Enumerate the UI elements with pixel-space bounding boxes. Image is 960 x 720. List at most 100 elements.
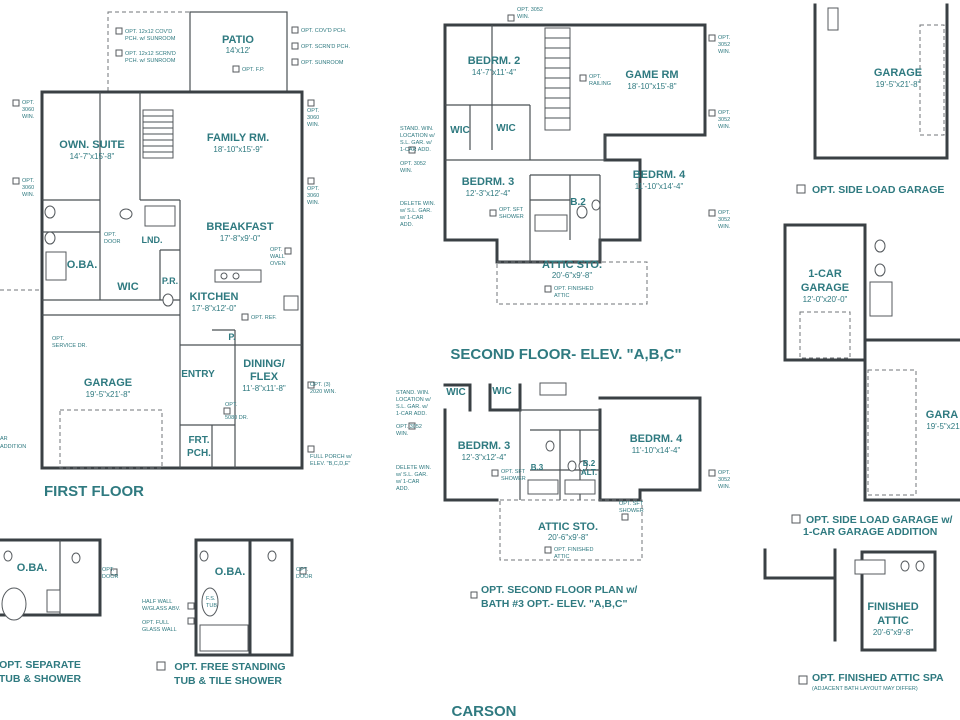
note: ELEV. "B,C,D,E" <box>310 461 350 467</box>
option-checkbox <box>708 469 716 477</box>
note: SERVICE DR. <box>52 343 88 349</box>
room-label: FRT. <box>188 435 209 446</box>
option-checkbox <box>291 26 299 34</box>
sink-icon <box>874 239 886 253</box>
room-label: O.BA. <box>215 566 246 578</box>
room-label: WIC <box>492 386 511 397</box>
room-dimension: 12'-3"x12'-4" <box>462 453 507 462</box>
note: 3060 <box>22 185 34 191</box>
option-checkbox <box>708 34 716 42</box>
room-dimension: 17'-8"x9'-0" <box>220 234 260 243</box>
note: OPT. SFT <box>619 501 644 507</box>
note: OPT. <box>718 210 731 216</box>
sink-icon <box>3 550 13 562</box>
note: OPT. FINISHED <box>554 286 593 292</box>
note: w/ S.L. GAR. <box>395 472 428 478</box>
toilet-icon <box>545 440 555 452</box>
option-checkbox <box>156 661 166 671</box>
option-checkbox <box>291 42 299 50</box>
note: DOOR <box>102 574 119 580</box>
room-dimension: 12'-0"x20'-0" <box>803 295 848 304</box>
note: OPT. <box>307 186 320 192</box>
note: ATTIC <box>554 554 570 560</box>
option-checkbox <box>798 675 808 685</box>
room-label: WIC <box>450 125 469 136</box>
option-checkbox <box>232 65 240 73</box>
first-floor-interior-walls <box>42 92 302 468</box>
note: OPT. <box>718 470 731 476</box>
plan-title: 1-CAR GARAGE ADDITION <box>803 526 937 538</box>
option-checkbox <box>110 568 118 576</box>
note: 3060 <box>307 115 319 121</box>
room-dimension: 19'-5"x21'-8" <box>876 80 921 89</box>
note: OPT. <box>52 336 65 342</box>
option-checkbox <box>470 591 478 599</box>
note: WIN. <box>307 200 320 206</box>
plan-title: OPT. SEPARATE <box>0 659 81 671</box>
note: OPT. <box>102 567 115 573</box>
note: OPT. F.P. <box>242 67 265 73</box>
toilet-icon <box>71 552 81 564</box>
note: LOCATION w/ <box>400 133 435 139</box>
room-label: B.2 <box>583 459 596 468</box>
option-checkbox <box>408 422 416 430</box>
plan-title: OPT. FREE STANDING <box>174 661 285 673</box>
note: AR <box>0 436 8 442</box>
note: WIN. <box>517 14 530 20</box>
room-dimension: 19'-5"x21'-8" <box>86 390 131 399</box>
room-label: BEDRM. 4 <box>630 433 683 445</box>
sink-icon <box>567 460 577 472</box>
note: OPT. <box>307 108 320 114</box>
sink-icon <box>578 460 588 472</box>
bathtub-icon <box>564 479 596 495</box>
option-checkbox <box>291 58 299 66</box>
plan-title: OPT. SIDE LOAD GARAGE w/ <box>806 514 953 526</box>
room-dimension: 17'-8"x12'-0" <box>192 304 237 313</box>
note: S.L. GAR. w/ <box>396 404 428 410</box>
plan-title: BATH #3 OPT.- ELEV. "A,B,C" <box>481 598 628 610</box>
room-label: DINING/ <box>243 358 285 370</box>
plan-title: OPT. SIDE LOAD GARAGE <box>812 184 944 196</box>
note: DOOR <box>104 239 121 245</box>
note: OPT. <box>104 232 117 238</box>
note: PCH. w/ SUNROOM <box>125 58 176 64</box>
note: OPT. <box>225 402 238 408</box>
sink-icon <box>44 231 56 245</box>
option-checkbox <box>307 177 315 185</box>
option-checkbox <box>491 469 499 477</box>
note: WIN. <box>718 49 731 55</box>
room-dimension: 20'-6"x9'-8" <box>548 533 588 542</box>
railing-icon <box>539 382 567 396</box>
bathtub-icon <box>534 214 568 232</box>
option-checkbox <box>187 602 195 610</box>
note: OPT. FINISHED <box>554 547 593 553</box>
option-checkbox <box>223 407 231 415</box>
second-floor-plan: BEDRM. 2 14'-7"x11'-4" GAME RM 18'-10"x1… <box>399 7 731 363</box>
room-dimension: 18'-10"x15'-9" <box>213 145 262 154</box>
washer-dryer-icon <box>144 205 176 227</box>
note: DELETE WIN. <box>396 465 432 471</box>
note: 3060 <box>307 193 319 199</box>
room-label: ENTRY <box>181 369 215 380</box>
note: w/ 1-CAR <box>395 479 420 485</box>
room-label: O.BA. <box>67 259 98 271</box>
room-dimension: 14'-7"x15'-8" <box>70 152 115 161</box>
room-label: P. <box>228 332 235 342</box>
door-swing-icon <box>827 7 839 31</box>
note: OPT. SFT <box>499 207 524 213</box>
note: WIN. <box>718 484 731 490</box>
plan-title: OPT. FINISHED ATTIC SPA <box>812 672 944 684</box>
room-label: GARAGE <box>84 377 132 389</box>
plan-subtitle: (ADJACENT BATH LAYOUT MAY DIFFER) <box>812 686 918 692</box>
room-label: GARA <box>926 409 958 421</box>
note: OPT. <box>296 567 309 573</box>
note: WIN. <box>307 122 320 128</box>
plan-title: TUB & SHOWER <box>0 673 82 685</box>
sink-icon <box>220 272 228 280</box>
note: W/GLASS ABV. <box>142 606 181 612</box>
room-dimension: 11'-8"x11'-8" <box>242 384 286 393</box>
note: WIN. <box>718 124 731 130</box>
room-label: ATTIC STO. <box>538 521 598 533</box>
note: OPT. <box>22 100 35 106</box>
note: ADDITION <box>0 444 26 450</box>
